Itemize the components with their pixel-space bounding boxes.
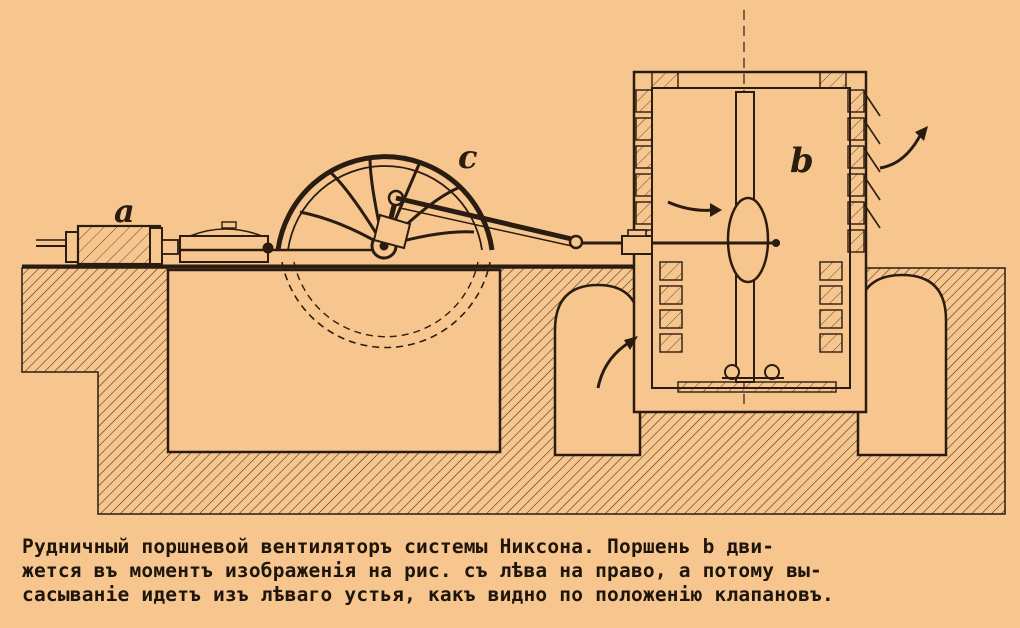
inflow-arrow-lower-left bbox=[596, 340, 631, 389]
steam-cylinder-a bbox=[36, 224, 179, 266]
caption-line: Рудничный поршневой вентиляторъ системы … bbox=[22, 535, 775, 558]
crosshead-guide bbox=[179, 221, 380, 263]
engraving-figure: a c b bbox=[21, 10, 1006, 515]
outflow-arrow-right bbox=[879, 131, 924, 170]
rod-bearing bbox=[621, 229, 653, 255]
figure-caption: Рудничный поршневой вентиляторъ системы … bbox=[22, 535, 1002, 607]
piston-b bbox=[722, 91, 784, 383]
left-arch-channel bbox=[553, 283, 642, 457]
label-b: b bbox=[790, 141, 814, 181]
label-a: a bbox=[114, 192, 135, 230]
caption-line: сасываніе идетъ изъ лѣваго устья, какъ в… bbox=[22, 583, 834, 606]
flywheel-c bbox=[275, 154, 495, 349]
connecting-rod bbox=[395, 195, 584, 250]
label-c: c bbox=[458, 138, 477, 176]
right-arch-channel bbox=[856, 273, 948, 457]
caption-line: жется въ моментъ изображенія на рис. съ … bbox=[22, 559, 822, 582]
flywheel-pit bbox=[166, 268, 502, 454]
